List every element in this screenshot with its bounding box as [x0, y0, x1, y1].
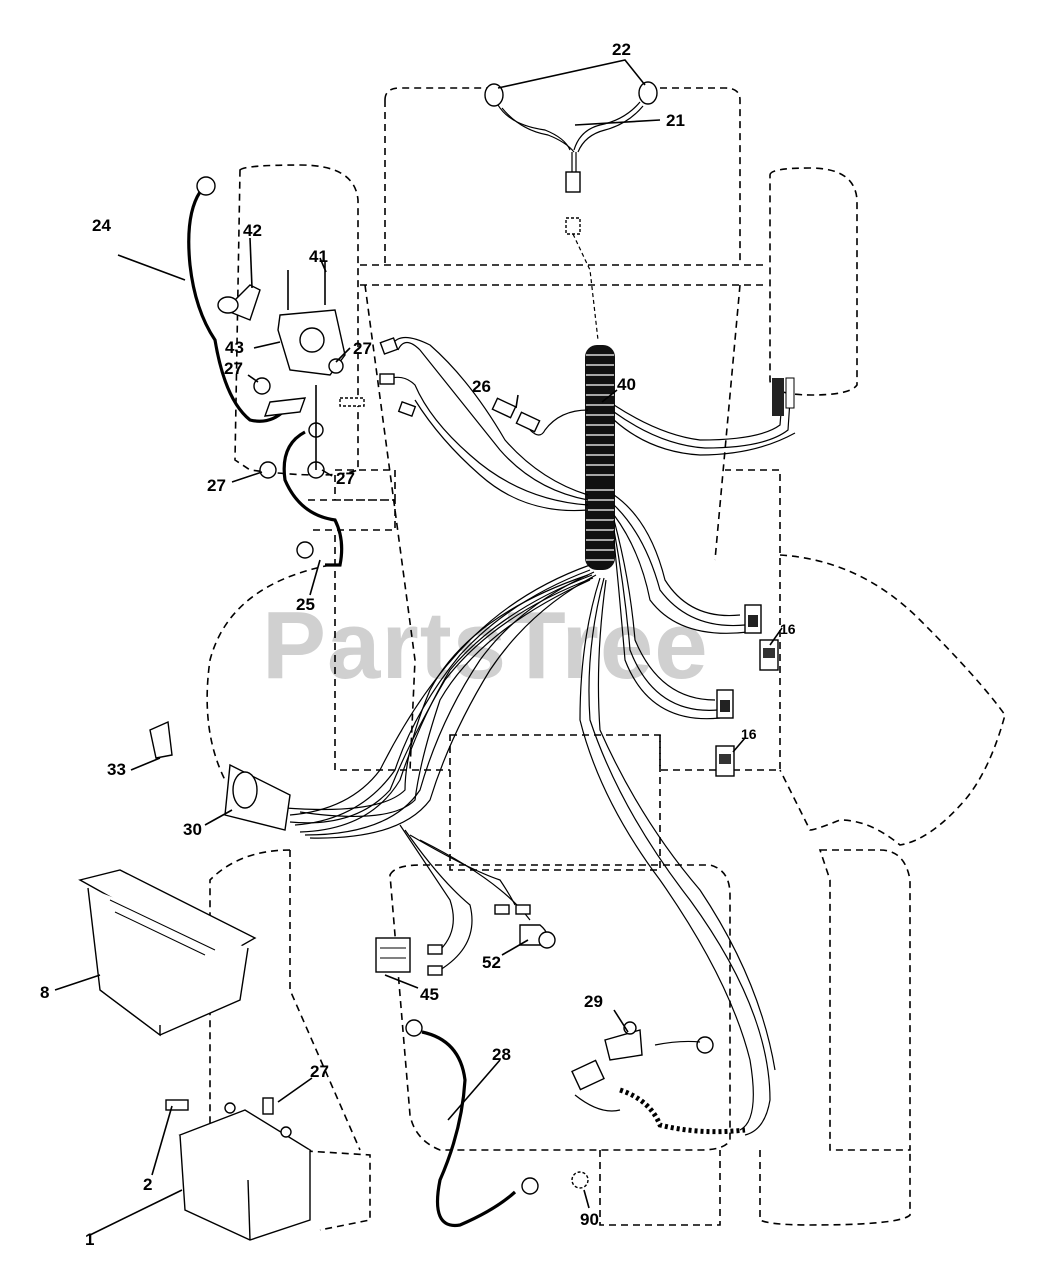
callout-28: 28 [492, 1045, 511, 1064]
tractor-outline [206, 87, 1006, 1231]
callout-27-e: 27 [310, 1062, 329, 1081]
callout-27-b: 27 [224, 359, 243, 378]
callout-24: 24 [92, 216, 111, 235]
callout-8: 8 [40, 983, 49, 1002]
callout-21: 21 [666, 111, 685, 130]
callout-16-b: 16 [741, 726, 757, 742]
callout-41: 41 [309, 247, 328, 266]
callout-25: 25 [296, 595, 315, 614]
battery-cable [405, 1019, 589, 1228]
callout-90: 90 [580, 1210, 599, 1229]
callout-27-c: 27 [207, 476, 226, 495]
battery-tray [78, 869, 257, 1037]
callout-40: 40 [617, 375, 636, 394]
leader-lines [54, 59, 783, 1236]
solenoid-assembly [187, 176, 346, 567]
callout-45: 45 [420, 985, 439, 1004]
seat-switch [571, 1021, 746, 1135]
callout-labels: 22 21 24 42 41 43 27 27 27 27 26 40 25 1… [40, 40, 796, 1249]
small-parts [149, 337, 795, 976]
callout-33: 33 [107, 760, 126, 779]
harness-sheath [585, 345, 615, 570]
callout-1: 1 [85, 1230, 94, 1249]
callout-16-a: 16 [780, 621, 796, 637]
callout-42: 42 [243, 221, 262, 240]
callout-22: 22 [612, 40, 631, 59]
callout-27-d: 27 [336, 469, 355, 488]
wire-bundles [284, 336, 796, 1136]
callout-30: 30 [183, 820, 202, 839]
callout-2: 2 [143, 1175, 152, 1194]
callout-52: 52 [482, 953, 501, 972]
battery [165, 1097, 312, 1241]
callout-26: 26 [472, 377, 491, 396]
callout-29: 29 [584, 992, 603, 1011]
callout-27-a: 27 [353, 339, 372, 358]
headlight-harness [484, 81, 658, 341]
callout-43: 43 [225, 338, 244, 357]
